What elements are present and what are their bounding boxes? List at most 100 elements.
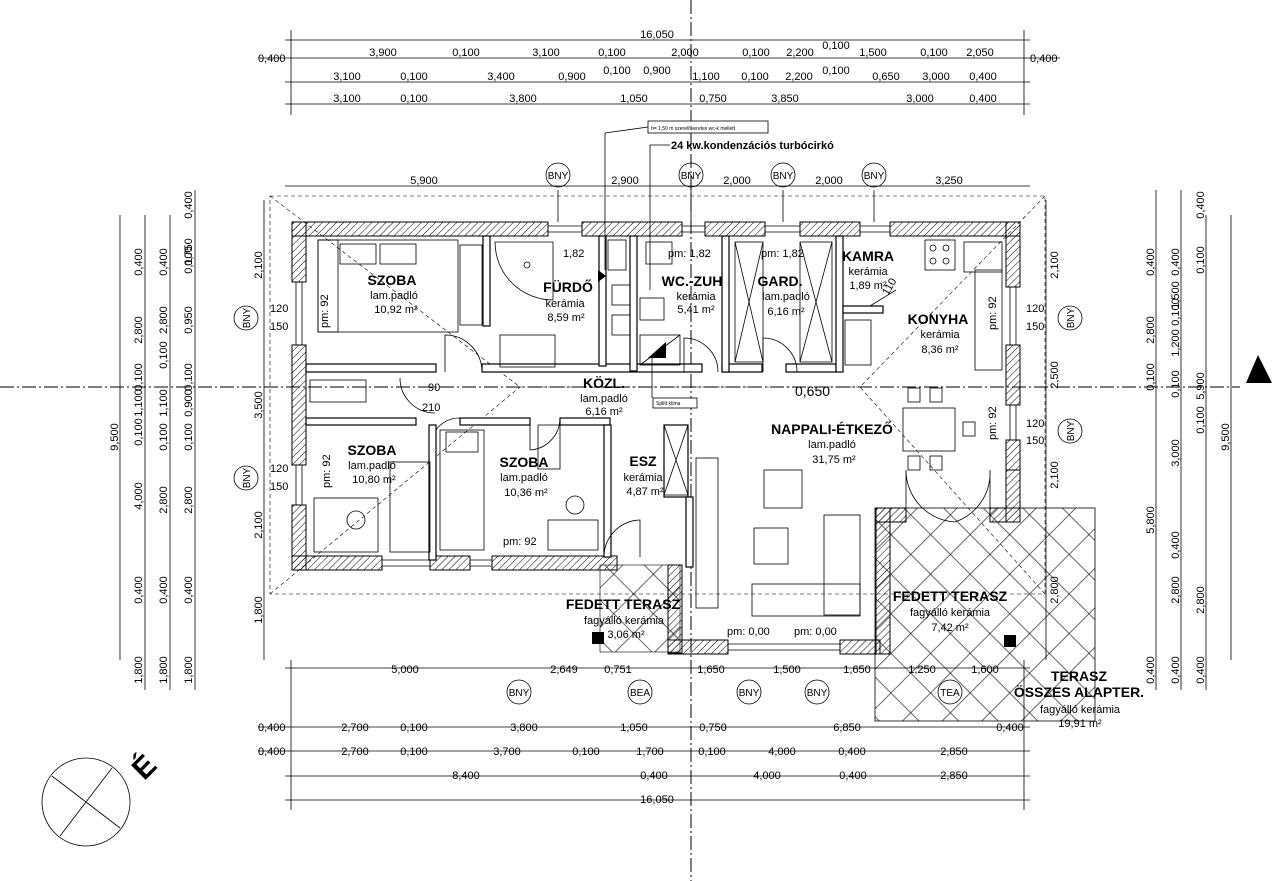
svg-text:2,000: 2,000: [671, 47, 699, 59]
svg-text:0,100: 0,100: [1195, 246, 1207, 274]
svg-text:16,050: 16,050: [640, 794, 674, 806]
svg-text:0,100: 0,100: [400, 746, 428, 758]
svg-text:pm: 92: pm: 92: [503, 536, 537, 548]
svg-text:0,400: 0,400: [133, 576, 145, 604]
svg-text:0,100: 0,100: [183, 246, 195, 274]
svg-text:9,500: 9,500: [109, 423, 121, 451]
svg-text:0,400: 0,400: [133, 248, 145, 276]
svg-text:0,100: 0,100: [158, 341, 170, 369]
svg-text:kerámia: kerámia: [623, 472, 663, 484]
svg-text:0,400: 0,400: [1195, 656, 1207, 684]
dims-top: 16,050 0,400 3,900 0,100 3,100 0,100 2,0…: [258, 29, 1058, 187]
svg-text:120: 120: [270, 303, 288, 315]
windows: [295, 225, 1017, 651]
svg-text:0,100: 0,100: [183, 423, 195, 451]
svg-text:0,100: 0,100: [742, 47, 770, 59]
terrace-tile-area-small: [599, 564, 681, 653]
svg-text:0,100: 0,100: [133, 363, 145, 391]
svg-text:210: 210: [422, 402, 440, 414]
svg-text:ÖSSZES ALAPTER.: ÖSSZES ALAPTER.: [1014, 684, 1144, 700]
svg-text:BNY: BNY: [548, 171, 569, 182]
svg-text:3,700: 3,700: [493, 746, 521, 758]
svg-text:GARD.: GARD.: [757, 273, 802, 289]
svg-text:fagyálló kerámia: fagyálló kerámia: [910, 607, 991, 619]
svg-text:1,600: 1,600: [971, 664, 999, 676]
svg-text:0,400: 0,400: [640, 770, 668, 782]
svg-text:0,751: 0,751: [604, 664, 632, 676]
svg-text:10,92 m²: 10,92 m²: [374, 304, 418, 316]
svg-text:3,500: 3,500: [253, 391, 265, 419]
svg-text:0,100: 0,100: [400, 71, 428, 83]
svg-text:5,41 m²: 5,41 m²: [677, 304, 715, 316]
svg-text:BEA: BEA: [630, 688, 650, 699]
svg-text:0,750: 0,750: [699, 93, 727, 105]
svg-text:3,800: 3,800: [510, 722, 538, 734]
svg-text:150: 150: [1026, 435, 1044, 447]
outer-walls: [291, 221, 1021, 655]
svg-text:0,100: 0,100: [133, 418, 145, 446]
svg-text:0,400: 0,400: [258, 53, 286, 65]
svg-text:2,800: 2,800: [1170, 576, 1182, 604]
svg-text:BNY: BNY: [509, 688, 530, 699]
svg-text:0,100: 0,100: [1195, 406, 1207, 434]
svg-text:0,100: 0,100: [822, 40, 850, 52]
svg-text:1,800: 1,800: [158, 656, 170, 684]
svg-text:3,850: 3,850: [771, 93, 799, 105]
svg-text:3,900: 3,900: [369, 47, 397, 59]
svg-text:0,900: 0,900: [183, 389, 195, 417]
room-name: SZOBA: [368, 272, 417, 288]
svg-text:BNY: BNY: [773, 171, 794, 182]
svg-text:5,800: 5,800: [1145, 506, 1157, 534]
svg-text:lam.padló: lam.padló: [580, 393, 628, 405]
svg-text:6,16 m²: 6,16 m²: [767, 306, 805, 318]
svg-text:8,400: 8,400: [452, 770, 480, 782]
svg-text:120: 120: [1026, 303, 1044, 315]
svg-text:0,100: 0,100: [603, 65, 631, 77]
svg-text:pm: 92: pm: 92: [987, 296, 999, 330]
svg-text:TEA: TEA: [940, 688, 960, 699]
svg-text:1,200: 1,200: [1170, 329, 1182, 357]
svg-text:1,700: 1,700: [636, 746, 664, 758]
roof-outline: [269, 195, 1046, 595]
svg-text:BNY: BNY: [242, 307, 253, 328]
svg-text:0,750: 0,750: [699, 722, 727, 734]
svg-text:2,850: 2,850: [940, 746, 968, 758]
svg-text:90: 90: [428, 382, 440, 394]
svg-text:2,800: 2,800: [133, 316, 145, 344]
svg-text:pm: 0,00: pm: 0,00: [727, 626, 770, 638]
svg-text:5,000: 5,000: [391, 664, 419, 676]
svg-text:ESZ: ESZ: [629, 453, 657, 469]
svg-text:2,200: 2,200: [785, 71, 813, 83]
svg-text:BNY: BNY: [1066, 307, 1077, 328]
compass-icon: É: [41, 748, 163, 847]
svg-text:fagyálló kerámia: fagyálló kerámia: [1040, 704, 1121, 716]
svg-text:3,000: 3,000: [1170, 439, 1182, 467]
svg-text:kerámia: kerámia: [920, 329, 960, 341]
svg-text:0,400: 0,400: [258, 746, 286, 758]
svg-text:0,400: 0,400: [158, 248, 170, 276]
svg-text:0,100: 0,100: [741, 71, 769, 83]
section-arrow-icon: [1246, 355, 1272, 383]
svg-text:0,100: 0,100: [572, 746, 600, 758]
svg-text:4,87 m²: 4,87 m²: [626, 486, 664, 498]
svg-text:1,800: 1,800: [133, 656, 145, 684]
svg-text:SZOBA: SZOBA: [500, 454, 549, 470]
svg-text:1,500: 1,500: [773, 664, 801, 676]
svg-text:2,500: 2,500: [1049, 361, 1061, 389]
svg-text:0,100: 0,100: [400, 93, 428, 105]
svg-text:0,100: 0,100: [452, 47, 480, 59]
svg-text:0,900: 0,900: [643, 65, 671, 77]
svg-text:WC.-ZUH: WC.-ZUH: [662, 273, 723, 289]
svg-text:2,200: 2,200: [786, 47, 814, 59]
svg-text:6,16 m²: 6,16 m²: [585, 406, 623, 418]
svg-text:1,100: 1,100: [692, 71, 720, 83]
svg-text:2,800: 2,800: [1049, 576, 1061, 604]
svg-text:FÜRDŐ: FÜRDŐ: [543, 278, 593, 295]
svg-text:0,400: 0,400: [1170, 656, 1182, 684]
svg-text:0,100: 0,100: [598, 47, 626, 59]
opening-notes: 120 150 120 150 120 150 120 150 pm: 92 p…: [270, 248, 1044, 638]
svg-text:1,100: 1,100: [133, 389, 145, 417]
svg-text:4,000: 4,000: [768, 746, 796, 758]
svg-text:0,100: 0,100: [920, 47, 948, 59]
